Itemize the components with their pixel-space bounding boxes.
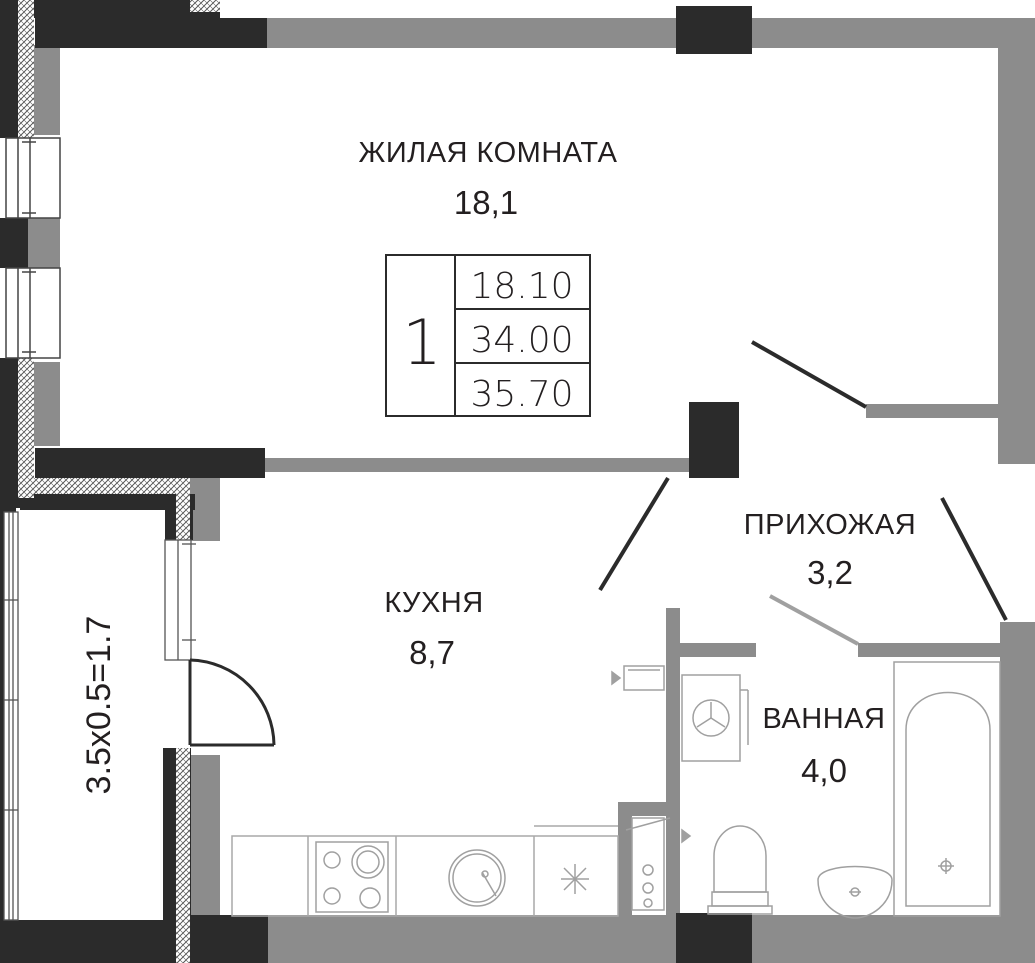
- total-with-balcony-value: 35.70: [470, 374, 573, 415]
- hall-name: ПРИХОЖАЯ: [744, 509, 916, 541]
- window-balcony: [3, 511, 19, 921]
- door-swing-icon: [598, 340, 1008, 621]
- washing-machine-icon: [681, 674, 749, 762]
- fridge-icon: [561, 864, 589, 894]
- kitchen-area: 8,7: [409, 634, 455, 671]
- bath-door: [769, 594, 859, 646]
- dark-walls: [0, 0, 752, 963]
- boiler-icon: [625, 817, 692, 911]
- bath-area: 4,0: [801, 752, 847, 789]
- balcony-size-label: 3.5x0.5=1.7: [80, 616, 118, 795]
- total-area-value: 34.00: [470, 320, 573, 361]
- grey-walls: [28, 18, 1035, 963]
- bath-name: ВАННАЯ: [763, 703, 886, 735]
- living-area-value: 18.10: [470, 266, 573, 307]
- window-living-1: [5, 137, 61, 219]
- vent-icon: [611, 665, 665, 691]
- washbasin-icon: [817, 865, 893, 919]
- hall-area: 3,2: [807, 554, 853, 591]
- door-swing-balcony: [188, 658, 276, 747]
- window-living-2: [5, 267, 61, 359]
- bathtub-icon: [893, 661, 1001, 917]
- living-room-name: ЖИЛАЯ КОМНАТА: [359, 137, 618, 169]
- living-room-area: 18,1: [454, 184, 518, 221]
- kitchen-name: КУХНЯ: [384, 587, 483, 619]
- window-kitchen-door: [164, 539, 196, 661]
- rooms-count: 1: [402, 306, 441, 379]
- toilet-icon: [707, 825, 773, 915]
- area-summary-table: 1 18.10 34.00 35.70: [385, 254, 591, 417]
- insulation-hatch: [18, 0, 220, 963]
- stove-icon: [315, 841, 389, 913]
- kitchen-counter: [231, 825, 619, 917]
- sink-icon: [448, 849, 506, 907]
